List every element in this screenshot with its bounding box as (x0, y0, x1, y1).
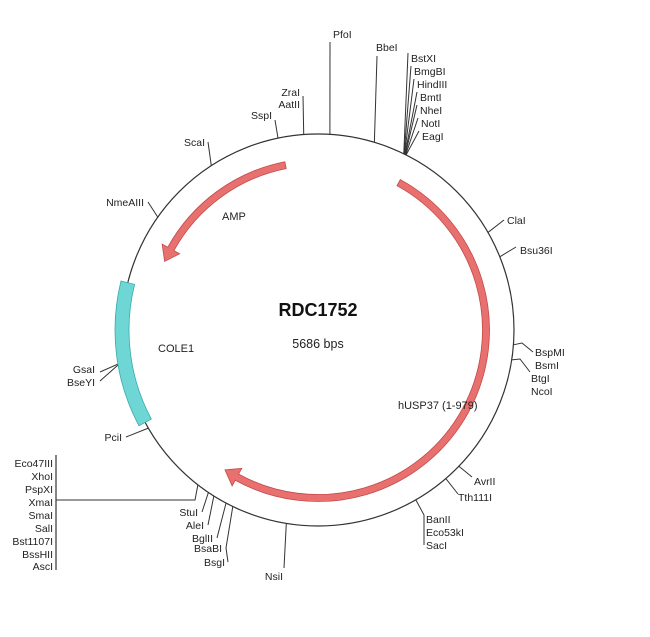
site-label-aatii: AatII (278, 99, 300, 111)
site-label-bsu36i: Bsu36I (520, 245, 553, 257)
site-leader-bspmi (513, 342, 534, 353)
site-label-bmti: BmtI (420, 92, 442, 104)
plasmid-name: RDC1752 (278, 300, 357, 320)
plasmid-backbone (121, 133, 515, 527)
site-label-tth111i: Tth111I (458, 492, 492, 504)
site-label-eco47iii: Eco47III (14, 458, 53, 470)
site-leader-nmeaiii (147, 201, 159, 218)
site-label-gsai: GsaI (73, 364, 95, 376)
site-leader-mcs (56, 484, 199, 501)
plasmid-size: 5686 bps (292, 337, 343, 351)
site-label-bsabi: BsaBI (194, 543, 222, 555)
site-label-xhoi: XhoI (31, 471, 53, 483)
feature-label-husp37: hUSP37 (1-979) (398, 400, 478, 412)
site-leader-zrai (302, 95, 305, 135)
site-label-bsgi: BsgI (204, 557, 225, 569)
site-label-bmgbi: BmgBI (414, 66, 446, 78)
site-label-ncoi: NcoI (531, 386, 553, 398)
site-label-xmai: XmaI (28, 497, 53, 509)
site-label-sali: SalI (35, 523, 53, 535)
site-label-bspmi: BspMI (535, 347, 565, 359)
site-leader-bglii (216, 502, 227, 539)
site-leader-stui (201, 492, 209, 513)
site-label-asci: AscI (33, 561, 53, 573)
feature-arrow-husp37 (224, 178, 490, 502)
site-leader-bbei (373, 55, 378, 143)
site-leader-pcii (125, 427, 149, 438)
site-label-bseyi: BseYI (67, 377, 95, 389)
site-labels: PfoI BbeI BstXIBmgBIHindIIIBmtINheINotIEag… (12, 29, 564, 583)
site-leader-tth111i (445, 478, 459, 495)
feature-label-amp: AMP (222, 211, 246, 223)
site-leader-banii (415, 499, 425, 545)
site-label-saci: SacI (426, 540, 447, 552)
site-label-pcii: PciI (104, 432, 122, 444)
site-label-eco53ki: Eco53kI (426, 527, 464, 539)
site-leader-noti (405, 117, 419, 155)
feature-label-cole1: COLE1 (158, 343, 194, 355)
site-label-banii: BanII (426, 514, 451, 526)
site-label-eagi: EagI (422, 131, 444, 143)
site-label-pfoi: PfoI (333, 29, 352, 41)
site-label-scai: ScaI (184, 137, 205, 149)
cole1-origin-arc (114, 280, 152, 427)
site-leader-btgi (511, 358, 531, 373)
feature-arrow-amp (161, 161, 287, 263)
site-leader-hindiii (404, 78, 415, 155)
site-label-zrai: ZraI (281, 87, 300, 99)
site-label-hindiii: HindIII (417, 79, 447, 91)
site-leader-bmgbi (403, 65, 412, 155)
site-label-nmeaiii: NmeAIII (106, 197, 144, 209)
site-label-avrii: AvrII (474, 476, 495, 488)
site-label-bsshii: BssHII (22, 549, 53, 561)
site-label-pspxi: PspXI (25, 484, 53, 496)
site-leader-sspi (274, 119, 279, 139)
site-label-btgi: BtgI (531, 373, 550, 385)
site-label-noti: NotI (421, 118, 440, 130)
site-label-alei: AleI (186, 520, 204, 532)
site-label-bstxi: BstXI (411, 53, 436, 65)
site-leader-eagi (405, 130, 420, 156)
site-label-bst1107i: Bst1107I (12, 536, 53, 548)
site-leader-bmti (404, 91, 418, 155)
site-label-bbei: BbeI (376, 42, 398, 54)
site-label-stui: StuI (179, 507, 198, 519)
site-label-sspi: SspI (251, 110, 272, 122)
site-leader-avrii (458, 465, 473, 478)
site-leader-bstxi (403, 52, 409, 154)
site-leader-scai (207, 141, 212, 166)
site-label-clai: ClaI (507, 215, 526, 227)
site-leader-lines (55, 41, 534, 570)
feature-arcs (114, 161, 490, 502)
site-leader-clai (487, 219, 505, 233)
site-leader-alei (207, 495, 215, 526)
site-leader-bsu36i (499, 246, 517, 258)
site-label-bsmi: BsmI (535, 360, 559, 372)
site-leader-bsgi (225, 506, 234, 563)
site-label-nhei: NheI (420, 105, 442, 117)
site-label-nsii: NsiI (265, 571, 283, 583)
site-leader-nhei (404, 104, 418, 155)
site-label-bglii: BglII (192, 533, 213, 545)
site-leader-nsii (283, 523, 287, 569)
site-label-smai: SmaI (28, 510, 53, 522)
